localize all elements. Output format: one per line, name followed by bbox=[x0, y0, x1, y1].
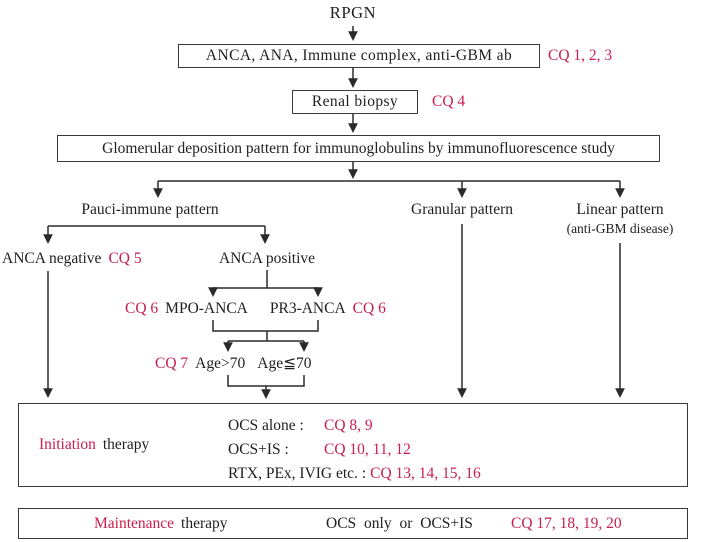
mpo-anca-label: MPO-ANCA bbox=[165, 300, 248, 317]
cq-8-9: CQ 8, 9 bbox=[324, 417, 373, 434]
merge-line-age bbox=[227, 375, 305, 387]
initiation-row-ocs-is: OCS+IS : CQ 10, 11, 12 bbox=[228, 438, 481, 462]
cq-4: CQ 4 bbox=[432, 93, 466, 110]
initiation-row-rtx-pex-ivig: RTX, PEx, IVIG etc. :CQ 13, 14, 15, 16 bbox=[228, 462, 481, 486]
node-rpgn: RPGN bbox=[329, 3, 377, 22]
cq-7: CQ 7 bbox=[155, 355, 189, 372]
initiation-row-ocs-alone: OCS alone : CQ 8, 9 bbox=[228, 414, 481, 438]
maintenance-title-rest: therapy bbox=[181, 514, 228, 532]
initiation-title: Initiation therapy bbox=[39, 436, 149, 454]
initiation-title-accent: Initiation bbox=[39, 436, 96, 453]
ocs-alone-label: OCS alone : bbox=[228, 417, 304, 434]
cq-17-18-19-20: CQ 17, 18, 19, 20 bbox=[511, 514, 622, 532]
initiation-therapy-box: Initiation therapy OCS alone : CQ 8, 9 OCS… bbox=[18, 403, 688, 487]
node-granular-pattern: Granular pattern bbox=[411, 201, 513, 218]
maintenance-regimen-label: OCS only or OCS+IS bbox=[326, 514, 473, 532]
node-anca-negative: ANCA negative CQ 5 bbox=[2, 250, 142, 268]
node-serology-box: ANCA, ANA, Immune complex, anti-GBM ab bbox=[178, 44, 540, 68]
node-age-row: CQ 7 Age>70 Age≦70 bbox=[155, 355, 312, 373]
cq-1-2-3: CQ 1, 2, 3 bbox=[548, 47, 613, 64]
cq-10-11-12: CQ 10, 11, 12 bbox=[324, 441, 411, 458]
merge-line-mpo-pr3 bbox=[212, 320, 319, 332]
biopsy-label: Renal biopsy bbox=[311, 93, 399, 110]
maintenance-title: Maintenance therapy bbox=[94, 515, 228, 533]
pr3-anca-label: PR3-ANCA bbox=[269, 300, 346, 317]
age-under-70-label: Age≦70 bbox=[257, 355, 312, 372]
serology-label: ANCA, ANA, Immune complex, anti-GBM ab bbox=[205, 47, 513, 64]
maintenance-title-accent: Maintenance bbox=[94, 514, 175, 532]
maintenance-therapy-box: Maintenance therapy OCS only or OCS+IS CQ… bbox=[18, 508, 688, 539]
rtx-pex-ivig-label: RTX, PEx, IVIG etc. : bbox=[228, 465, 367, 482]
node-deposition-box: Glomerular deposition pattern for immuno… bbox=[57, 135, 660, 162]
node-linear-pattern: Linear pattern bbox=[576, 201, 664, 218]
node-linear-pattern-sublabel: (anti-GBM disease) bbox=[566, 221, 674, 236]
cq-5: CQ 5 bbox=[108, 250, 142, 267]
initiation-title-rest: therapy bbox=[102, 436, 150, 453]
node-anca-positive: ANCA positive bbox=[218, 250, 316, 267]
deposition-label: Glomerular deposition pattern for immuno… bbox=[102, 139, 615, 157]
initiation-rows: OCS alone : CQ 8, 9 OCS+IS : CQ 10, 11, 12… bbox=[228, 414, 481, 486]
cq-6-pr3: CQ 6 bbox=[352, 300, 386, 317]
age-over-70-label: Age>70 bbox=[195, 355, 246, 372]
node-anca-subtype-row: CQ 6 MPO-ANCA PR3-ANCA CQ 6 bbox=[125, 300, 386, 318]
cq-13-14-15-16: CQ 13, 14, 15, 16 bbox=[370, 465, 481, 482]
cq-6-mpo: CQ 6 bbox=[125, 300, 159, 317]
anca-negative-label: ANCA negative bbox=[2, 250, 102, 267]
node-biopsy-box: Renal biopsy bbox=[292, 90, 418, 114]
node-pauci-immune-pattern: Pauci-immune pattern bbox=[81, 201, 219, 218]
ocs-is-label: OCS+IS : bbox=[228, 441, 289, 458]
